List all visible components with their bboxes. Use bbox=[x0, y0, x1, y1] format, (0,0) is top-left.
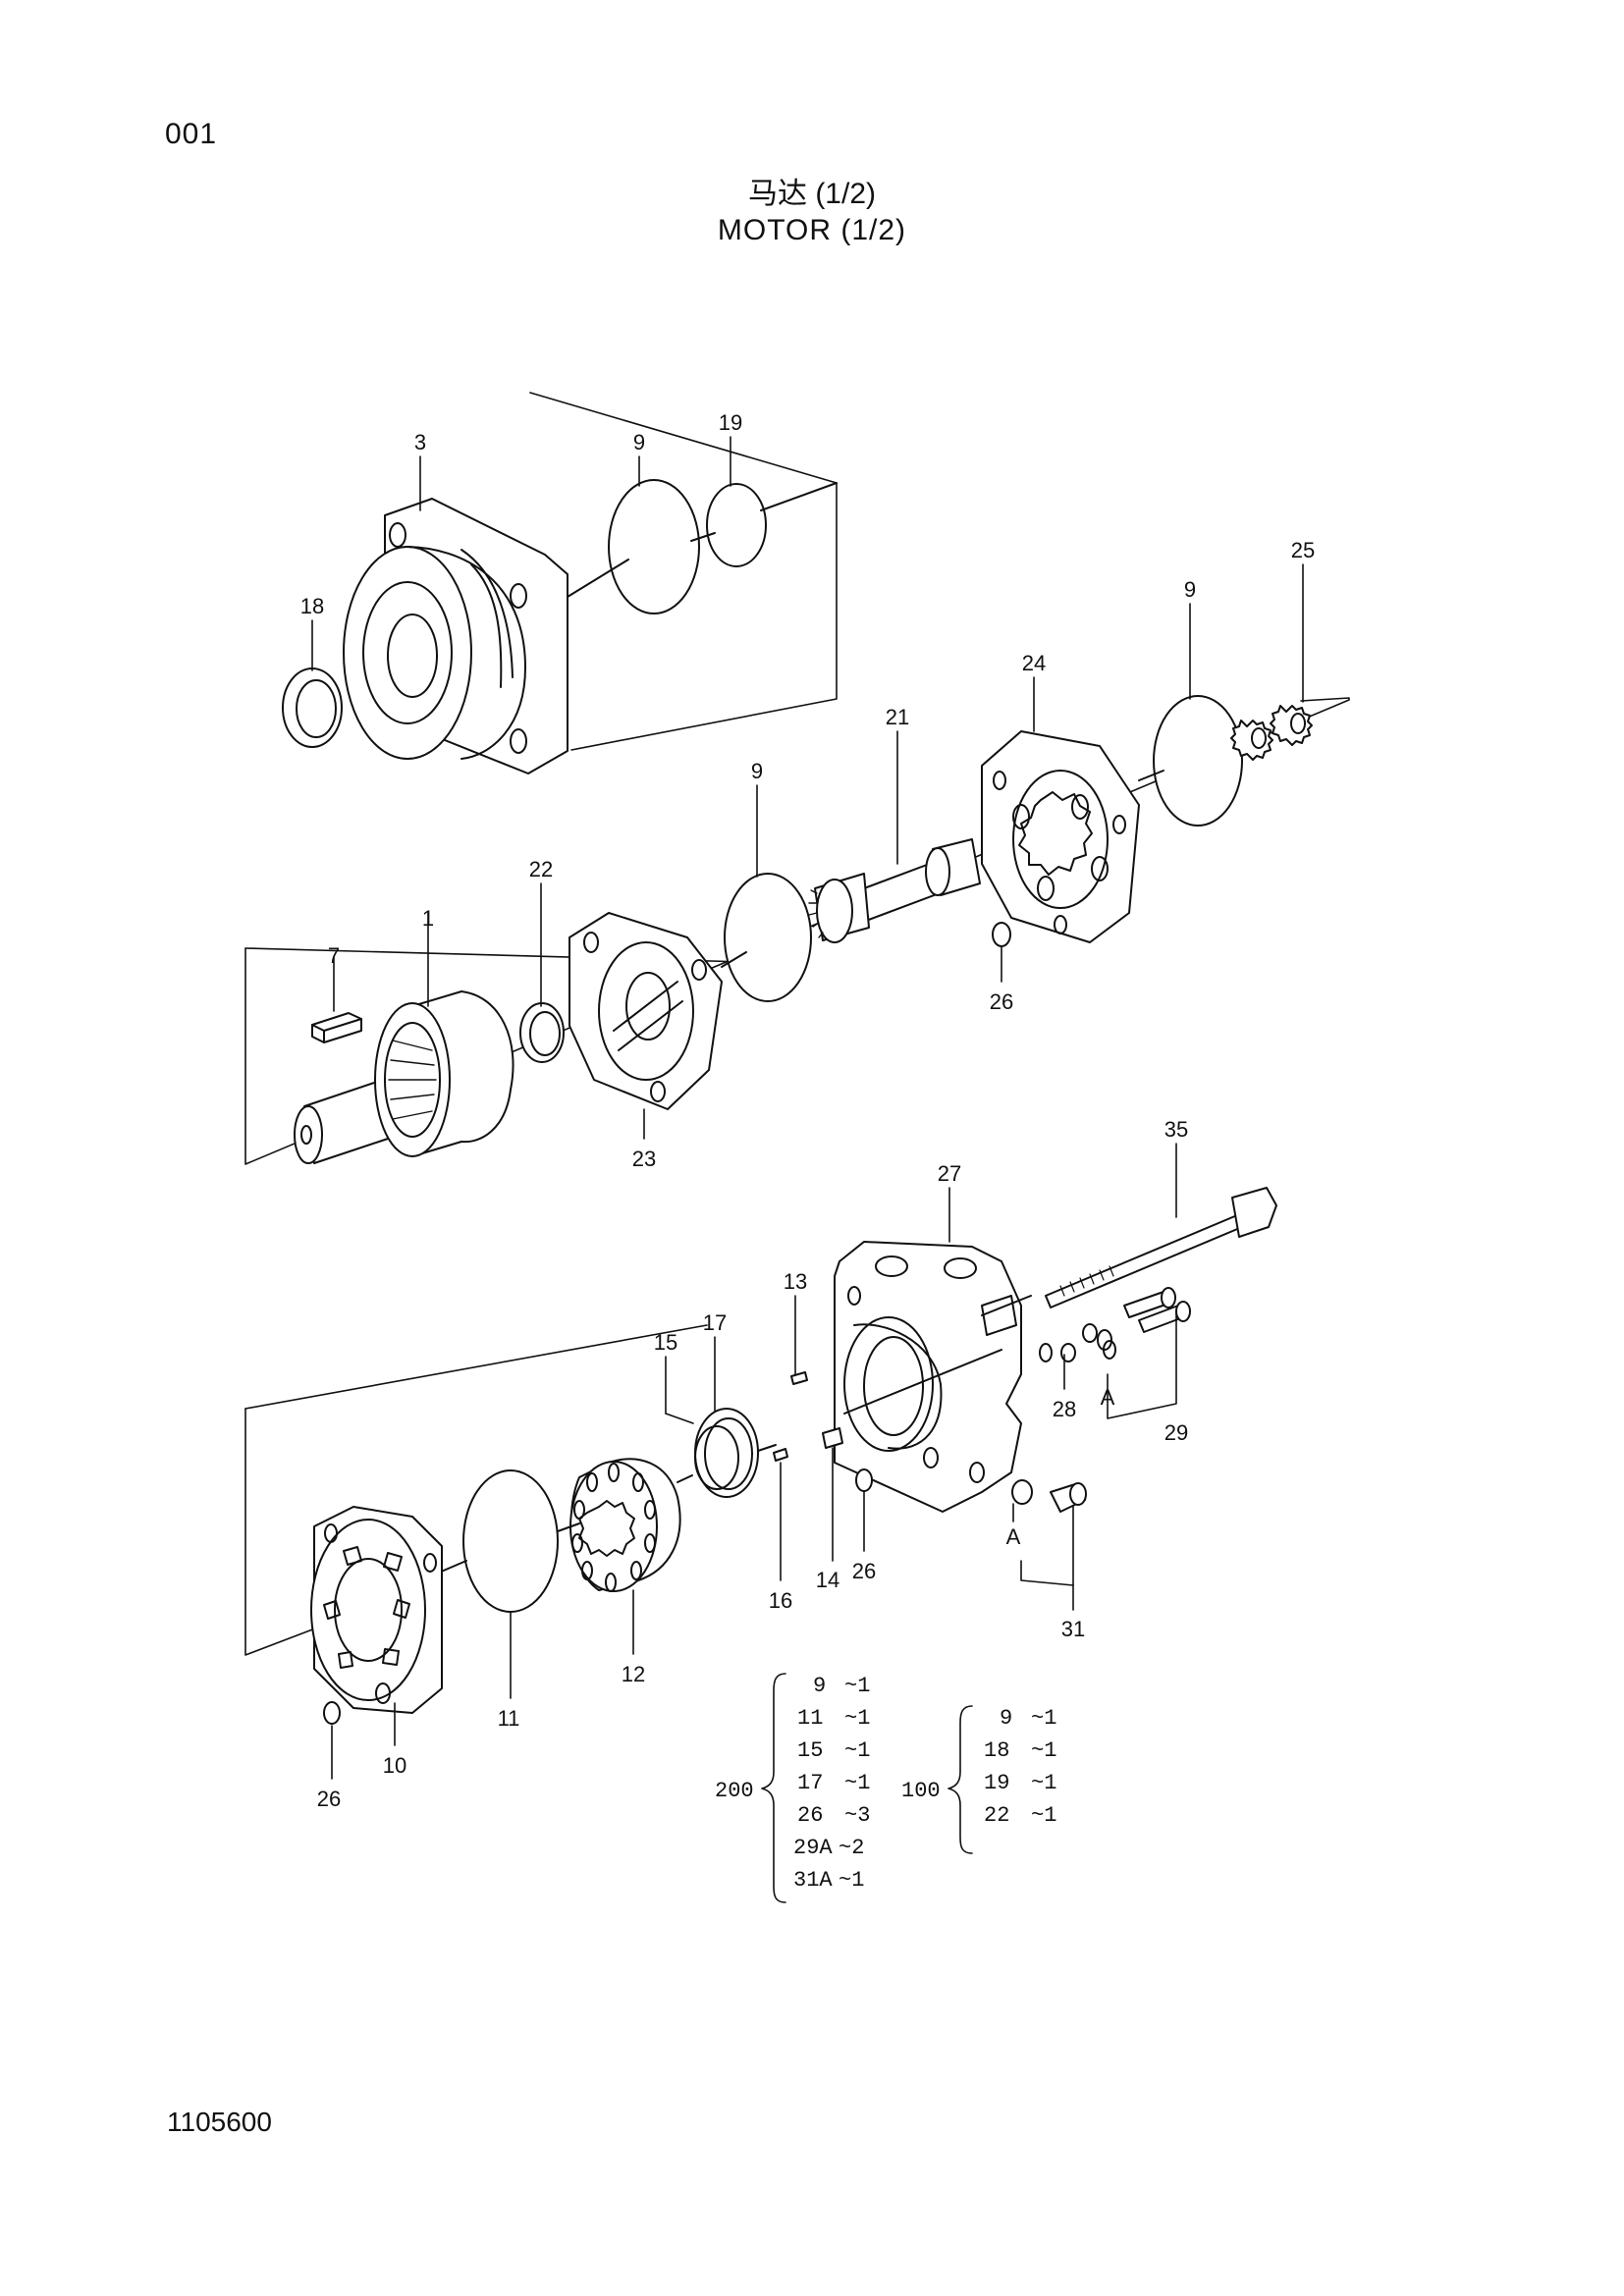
kit-200-item-part: 26 bbox=[797, 1803, 823, 1828]
callout-labels: 3 9 19 18 25 9 24 21 9 22 1 7 26 23 35 2… bbox=[300, 410, 1315, 1811]
callout-1: 1 bbox=[422, 906, 434, 931]
part-o-ring-9-right bbox=[1138, 695, 1243, 827]
part-screws-29 bbox=[1039, 1287, 1191, 1362]
part-o-ring-9-top bbox=[567, 479, 700, 614]
callout-17: 17 bbox=[703, 1310, 727, 1335]
part-plate-24 bbox=[981, 730, 1140, 943]
part-valve-body-27 bbox=[834, 1241, 1022, 1513]
callout-11: 11 bbox=[498, 1706, 520, 1731]
callout-24: 24 bbox=[1022, 651, 1046, 675]
callout-15: 15 bbox=[654, 1330, 677, 1355]
callout-21: 21 bbox=[886, 705, 909, 729]
part-rotor-12 bbox=[569, 1458, 681, 1592]
kit-200-item-part: 31A bbox=[793, 1868, 833, 1893]
callout-12: 12 bbox=[622, 1662, 645, 1686]
kit-100-item-part: 22 bbox=[984, 1803, 1009, 1828]
document-code: 1105600 bbox=[167, 2107, 272, 2137]
callout-26: 26 bbox=[852, 1559, 876, 1583]
callout-9: 9 bbox=[751, 759, 763, 783]
callout-14: 14 bbox=[816, 1568, 839, 1592]
kit-200-item-qty: ~2 bbox=[839, 1836, 864, 1860]
callout-10: 10 bbox=[383, 1753, 406, 1778]
callout-7: 7 bbox=[328, 943, 340, 968]
callout-19: 19 bbox=[719, 410, 742, 435]
callout-22: 22 bbox=[529, 857, 553, 881]
part-small-o-ring-26-left bbox=[323, 1701, 341, 1725]
kit-200-item-qty: ~1 bbox=[844, 1771, 870, 1795]
callout-16: 16 bbox=[769, 1588, 792, 1613]
part-drive-shaft-21 bbox=[808, 838, 981, 943]
kit-200-table: 200 9 ~1 11 ~1 15 ~1 17 ~1 26 ~3 29A ~2 … bbox=[715, 1673, 870, 1903]
part-key-7 bbox=[311, 1012, 362, 1043]
title-english: MOTOR (1/2) bbox=[717, 214, 907, 246]
kit-100-item-qty: ~1 bbox=[1031, 1738, 1056, 1763]
callout-23: 23 bbox=[632, 1147, 656, 1171]
callout-13: 13 bbox=[784, 1269, 807, 1294]
callout-3: 3 bbox=[414, 430, 426, 454]
callout-31: 31 bbox=[1061, 1617, 1085, 1641]
part-pin-16 bbox=[773, 1448, 788, 1462]
part-ring-22 bbox=[519, 1002, 565, 1063]
kit-100-table: 100 9 ~1 18 ~1 19 ~1 22 ~1 bbox=[901, 1705, 1056, 1854]
page-number: 001 bbox=[165, 118, 218, 150]
part-plug-31 bbox=[1011, 1479, 1087, 1513]
kit-200-code: 200 bbox=[715, 1779, 754, 1803]
part-spring-14 bbox=[822, 1427, 843, 1449]
part-small-o-ring-26-bottom bbox=[855, 1468, 873, 1492]
kit-100-code: 100 bbox=[901, 1779, 941, 1803]
part-end-cover-10 bbox=[310, 1506, 443, 1714]
kit-200-item-part: 29A bbox=[793, 1836, 833, 1860]
kit-200-item-part: 15 bbox=[797, 1738, 823, 1763]
callout-25: 25 bbox=[1291, 538, 1315, 562]
kit-200-item-part: 11 bbox=[797, 1706, 823, 1731]
callout-29: 29 bbox=[1164, 1420, 1188, 1445]
kit-100-item-part: 9 bbox=[1000, 1706, 1012, 1731]
kit-200-item-qty: ~3 bbox=[844, 1803, 870, 1828]
kit-100-item-part: 19 bbox=[984, 1771, 1009, 1795]
part-bolt-35 bbox=[1045, 1187, 1277, 1308]
part-output-shaft-1 bbox=[294, 990, 514, 1164]
part-housing-23 bbox=[568, 912, 723, 1110]
callout-28: 28 bbox=[1053, 1397, 1076, 1421]
part-o-ring-19 bbox=[690, 482, 838, 567]
callout-18: 18 bbox=[300, 594, 324, 618]
kit-100-item-qty: ~1 bbox=[1031, 1706, 1056, 1731]
part-pin-13 bbox=[790, 1371, 808, 1385]
kit-200-item-qty: ~1 bbox=[844, 1706, 870, 1731]
callout-A: A bbox=[1101, 1385, 1115, 1410]
part-o-ring-9-mid bbox=[721, 873, 812, 1002]
part-flange-housing-3 bbox=[343, 498, 568, 774]
part-small-o-ring-26-mid bbox=[992, 922, 1011, 947]
callout-26: 26 bbox=[317, 1787, 341, 1811]
callout-27: 27 bbox=[938, 1161, 961, 1186]
kit-200-item-qty: ~1 bbox=[844, 1738, 870, 1763]
callout-9: 9 bbox=[1184, 577, 1196, 602]
callout-35: 35 bbox=[1164, 1117, 1188, 1142]
callout-A: A bbox=[1006, 1524, 1021, 1549]
kit-200-item-qty: ~1 bbox=[839, 1868, 864, 1893]
kit-200-item-qty: ~1 bbox=[844, 1674, 870, 1698]
kit-200-item-part: 17 bbox=[797, 1771, 823, 1795]
kit-100-item-qty: ~1 bbox=[1031, 1803, 1056, 1828]
callout-26: 26 bbox=[990, 989, 1013, 1014]
kit-100-item-qty: ~1 bbox=[1031, 1771, 1056, 1795]
callout-9: 9 bbox=[633, 430, 645, 454]
title-chinese: 马达 (1/2) bbox=[747, 178, 877, 210]
kit-100-item-part: 18 bbox=[984, 1738, 1009, 1763]
part-seal-15 bbox=[694, 1425, 739, 1490]
leader-lines bbox=[311, 436, 1304, 1780]
kit-200-item-part: 9 bbox=[813, 1674, 826, 1698]
part-gears-25 bbox=[1230, 705, 1313, 761]
part-seal-18 bbox=[282, 667, 343, 748]
